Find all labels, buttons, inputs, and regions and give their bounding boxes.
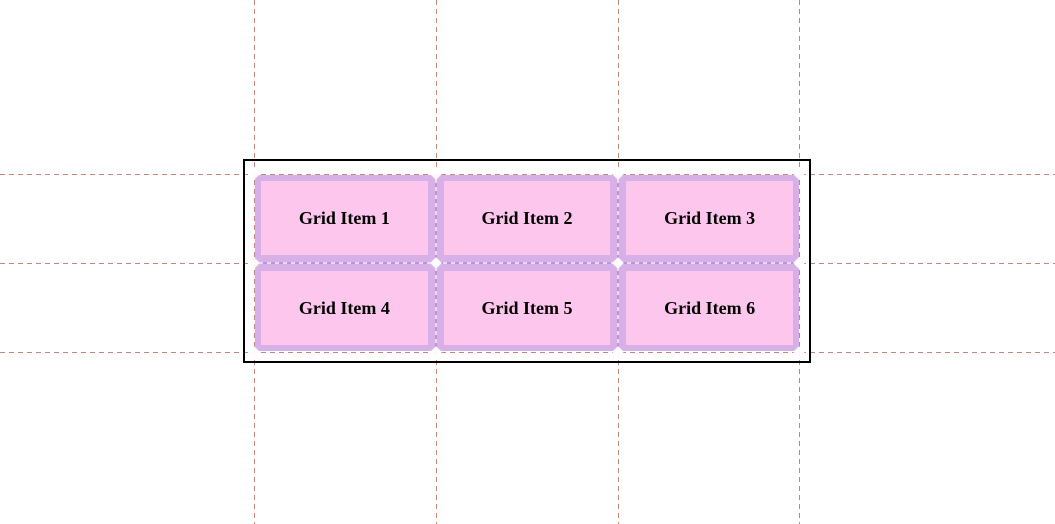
grid-item-label: Grid Item 4 xyxy=(298,297,390,318)
grid-item-2: Grid Item 2 xyxy=(443,181,611,255)
grid-item-label: Grid Item 6 xyxy=(664,297,756,318)
grid-container-outline xyxy=(243,159,811,363)
grid-item-label: Grid Item 1 xyxy=(298,207,390,228)
grid-item-label: Grid Item 3 xyxy=(664,207,756,228)
grid-overlay-gaps: Grid Item 1 Grid Item 2 Grid Item 3 Grid… xyxy=(255,175,799,351)
grid-item-3: Grid Item 3 xyxy=(626,181,793,255)
grid-item-1: Grid Item 1 xyxy=(261,181,428,255)
grid-item-5: Grid Item 5 xyxy=(443,271,611,345)
grid-item-label: Grid Item 2 xyxy=(481,207,573,228)
grid-item-6: Grid Item 6 xyxy=(626,271,793,345)
grid-item-label: Grid Item 5 xyxy=(481,297,573,318)
grid-item-4: Grid Item 4 xyxy=(261,271,428,345)
